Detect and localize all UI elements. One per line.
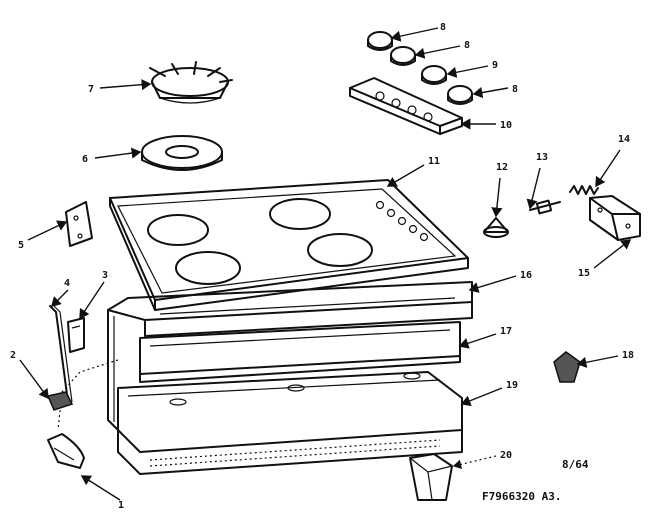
callout-16: 16 (520, 270, 532, 281)
spring (569, 185, 599, 195)
leader-12 (491, 177, 503, 218)
leader-8b (414, 45, 461, 59)
leader-13 (526, 167, 541, 210)
clip (67, 317, 85, 353)
leader-17 (458, 333, 497, 349)
ignitor (46, 391, 74, 411)
knob-fourth (447, 85, 473, 105)
burner-box (139, 321, 461, 383)
leader-5 (27, 220, 68, 241)
leader-4 (51, 289, 69, 307)
callout-5: 5 (18, 240, 24, 251)
control-panel (349, 77, 463, 135)
callout-8-second: 8 (464, 40, 470, 51)
block (409, 453, 453, 501)
callout-14: 14 (618, 134, 630, 145)
callout-11: 11 (428, 156, 440, 167)
knob-third (421, 65, 447, 85)
knob-second (390, 46, 416, 66)
leader-2 (19, 359, 49, 400)
hinge-bracket (65, 201, 93, 247)
callout-8-fourth: 8 (512, 84, 518, 95)
callout-6: 6 (82, 154, 88, 165)
leader-20 (452, 455, 497, 470)
callout-20: 20 (500, 450, 512, 461)
orifice (529, 199, 561, 215)
leader-9 (446, 65, 489, 78)
callout-17: 17 (500, 326, 512, 337)
diagram-date: 8/64 (562, 458, 589, 471)
diagram-part-number: F7966320 A3. (482, 490, 561, 503)
callout-2: 2 (10, 350, 16, 361)
callout-10: 10 (500, 120, 512, 131)
leader-11 (386, 164, 425, 187)
callout-15: 15 (578, 268, 590, 279)
leader-7 (99, 79, 152, 91)
leader-15 (593, 239, 632, 269)
valve (483, 217, 509, 238)
leader-19 (460, 387, 503, 407)
leader-6 (94, 147, 142, 159)
leader-14 (595, 149, 621, 188)
callout-18: 18 (622, 350, 634, 361)
callout-3: 3 (102, 270, 108, 281)
cooktop-panel (109, 179, 469, 311)
leader-18 (576, 355, 619, 368)
leader-8a (390, 27, 439, 42)
burner-head (149, 61, 233, 104)
callout-7: 7 (88, 84, 94, 95)
callout-9: 9 (492, 60, 498, 71)
leader-8c (472, 87, 509, 99)
leader-3 (79, 281, 105, 320)
burner-bowl (141, 135, 223, 171)
callout-1: 1 (118, 500, 124, 511)
foot (47, 433, 85, 469)
bracket (589, 195, 641, 241)
knob-top (367, 31, 393, 51)
callout-4: 4 (64, 278, 70, 289)
callout-13: 13 (536, 152, 548, 163)
callout-8-top: 8 (440, 22, 446, 33)
callout-19: 19 (506, 380, 518, 391)
clip-handle (553, 351, 581, 383)
leader-16 (468, 275, 517, 293)
leader-1 (80, 475, 121, 501)
side-frame (57, 309, 119, 431)
callout-12: 12 (496, 162, 508, 173)
rod (49, 305, 73, 403)
